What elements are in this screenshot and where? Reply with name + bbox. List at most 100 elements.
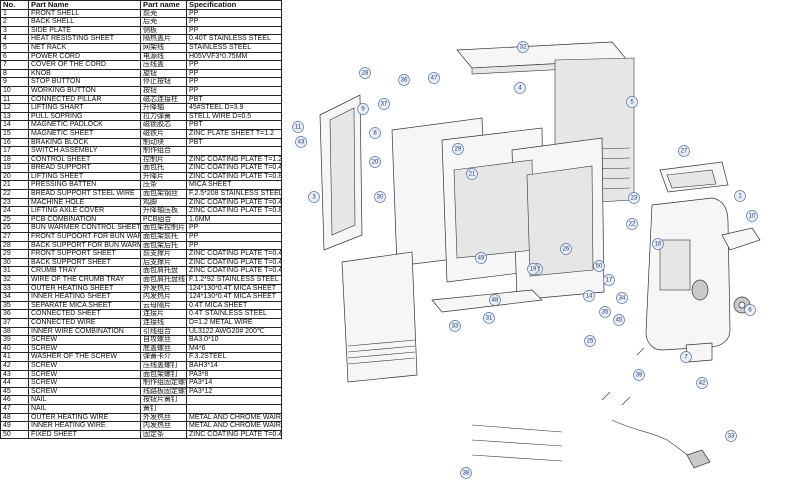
- callout-6: 6: [744, 304, 756, 316]
- cell-part-name: LIFTING AXLE COVER: [28, 206, 141, 216]
- callout-number: 11: [295, 124, 302, 130]
- callout-30: 30: [374, 191, 386, 203]
- cell-part-name-cn: 面包架控制片: [140, 223, 187, 234]
- cell-part-name-cn: 隔热盖片: [140, 34, 187, 44]
- side-plate-drawing: [319, 94, 363, 251]
- callout-circle: [616, 292, 628, 304]
- callout-8: 8: [369, 127, 381, 139]
- cell-no: 28: [0, 240, 29, 251]
- cell-part-name-cn: 鸡脚: [140, 197, 187, 208]
- cell-part-name-cn: 引线组合: [140, 326, 187, 337]
- cell-part-name: SCREW: [28, 343, 141, 354]
- callout-circle: [517, 41, 529, 53]
- cell-part-name: FRONT SHELL: [28, 8, 141, 19]
- cell-part-name: STOP BUTTON: [28, 77, 141, 87]
- cell-part-name-cn: 外发热丝: [140, 412, 187, 423]
- cell-no: 18: [0, 154, 29, 165]
- cell-specification: F.2.5*208 STAINLESS STEEL: [186, 189, 282, 199]
- cell-part-name: CONNECTED SHEET: [28, 309, 141, 319]
- cell-part-name-cn: 侧板: [140, 25, 187, 36]
- callout-circle: [652, 238, 664, 250]
- cell-part-name: BUN WARMER CONTROL SHEET: [28, 223, 141, 234]
- cell-specification: METAL AND CHROME WAIRE: [186, 412, 282, 423]
- callout-number: 37: [381, 101, 388, 107]
- cell-part-name-cn: 升降轴压板: [140, 206, 187, 216]
- cell-no: 38: [0, 326, 29, 337]
- callout-21: 21: [466, 168, 478, 180]
- cell-specification: BAH3*14: [186, 360, 282, 371]
- cell-part-name: SIDE PLATE: [28, 25, 141, 36]
- callout-circle: [678, 145, 690, 157]
- callout-1: 1: [734, 190, 746, 202]
- callout-circle: [374, 191, 386, 203]
- cell-no: 10: [0, 85, 29, 96]
- cell-part-name-cn: 内发热片: [140, 292, 187, 302]
- cell-part-name-cn: 制作组固定螺钉: [140, 378, 187, 388]
- callout-29: 29: [452, 143, 464, 155]
- callout-circle: [599, 306, 611, 318]
- cell-part-name: OUTER HEATING SHEET: [28, 283, 141, 294]
- cell-part-name-cn: 面包架钢丝: [140, 189, 187, 199]
- callout-31: 31: [483, 312, 495, 324]
- cell-part-name: INNER HEATING WIRE: [28, 421, 141, 431]
- cell-part-name-cn: 固定条: [140, 429, 187, 440]
- cell-part-name: CONNECTED PILLAR: [28, 94, 141, 105]
- callout-26: 26: [560, 243, 572, 255]
- callout-number: 39: [636, 372, 643, 378]
- cell-part-name: MACHINE HOLE: [28, 197, 141, 208]
- callout-42: 42: [696, 377, 708, 389]
- cell-part-name: BREAD SUPPORT STEEL WIRE: [28, 189, 141, 199]
- cell-part-name-cn: 后支撑片: [140, 257, 187, 268]
- callout-circle: [483, 312, 495, 324]
- callout-circle: [744, 304, 756, 316]
- cell-part-name-cn: 升降片: [140, 171, 187, 182]
- cell-part-name-cn: 云母隔片: [140, 300, 187, 311]
- callout-circle: [514, 82, 526, 94]
- cell-specification: ZINC COATING PLATE T=0.4: [186, 249, 282, 259]
- cell-part-name-cn: 电源线: [140, 51, 187, 62]
- cell-part-name: CRUMB TRAY: [28, 266, 141, 276]
- callout-circle: [378, 98, 390, 110]
- callout-34: 34: [616, 292, 628, 304]
- cell-specification: PBT: [186, 94, 282, 105]
- callout-circle: [746, 210, 758, 222]
- cell-part-name-cn: 连接线: [140, 317, 187, 328]
- cell-specification: PA3*8: [186, 369, 282, 380]
- cell-specification: PA3*14: [186, 378, 282, 388]
- callout-number: 10: [749, 213, 756, 219]
- cell-no: 23: [0, 197, 29, 208]
- cell-part-name-cn: 磁芯连接柱: [140, 94, 187, 105]
- cell-specification: PBT: [186, 120, 282, 130]
- cell-no: 22: [0, 189, 29, 199]
- cell-no: 27: [0, 232, 29, 242]
- callout-circle: [475, 252, 487, 264]
- callout-circle: [357, 103, 369, 115]
- callout-32: 32: [517, 41, 529, 53]
- cell-specification: F.3.2STEEL: [186, 352, 282, 362]
- cell-part-name: FRONT SUPOORT FOR BUN WARMER: [28, 232, 141, 242]
- cell-part-name-cn: 内发热丝: [140, 421, 187, 431]
- cell-specification: M4*6: [186, 343, 282, 354]
- cell-no: 24: [0, 206, 29, 216]
- callout-number: 29: [455, 146, 462, 152]
- callout-11: 11: [292, 121, 304, 133]
- cell-no: 12: [0, 103, 29, 113]
- cell-no: 39: [0, 335, 29, 345]
- cell-specification: ZINC COATING PLATE T=0.8: [186, 206, 282, 216]
- callout-number: 8: [373, 130, 377, 136]
- cell-part-name-cn: 制动块: [140, 137, 187, 148]
